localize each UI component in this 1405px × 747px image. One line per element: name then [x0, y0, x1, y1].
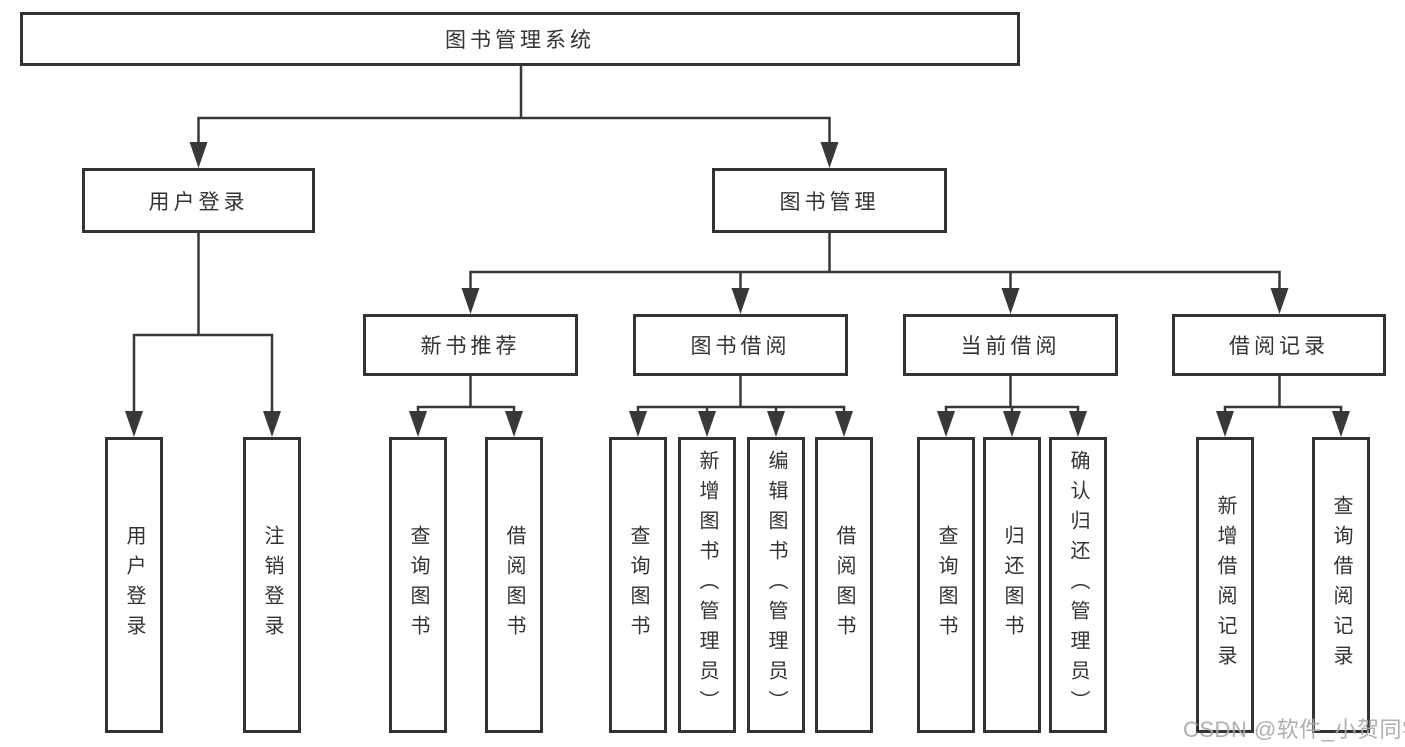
connector-borrow-record-branch: [1223, 374, 1343, 433]
arrow-down-icon: [1001, 288, 1020, 314]
leaf-user-login-label: 用户登录: [123, 525, 145, 645]
node-book-borrow-label: 图书借阅: [690, 335, 791, 358]
node-root-label: 图书管理系统: [445, 29, 595, 52]
node-root: 图书管理系统: [20, 12, 1020, 66]
arrow-down-icon: [937, 411, 955, 437]
leaf-logout-label: 注销登录: [261, 525, 283, 645]
leaf-borrow-query-book-label: 查询图书: [627, 525, 649, 645]
leaf-borrow-add-book-label: 新增图书（管理员）: [696, 450, 718, 720]
leaf-newbook-borrow-book: 借阅图书: [485, 437, 543, 733]
leaf-current-return-book: 归还图书: [983, 437, 1041, 733]
arrow-down-icon: [698, 411, 716, 437]
leaf-record-query-record-label: 查询借阅记录: [1330, 495, 1352, 675]
leaf-current-return-book-label: 归还图书: [1001, 525, 1023, 645]
leaf-borrow-borrow-book: 借阅图书: [815, 437, 873, 733]
node-new-book-recommend: 新书推荐: [363, 314, 578, 376]
arrow-down-icon: [1216, 411, 1234, 437]
leaf-current-confirm-return: 确认归还（管理员）: [1049, 437, 1107, 733]
arrow-down-icon: [125, 411, 143, 437]
leaf-current-query-book-label: 查询图书: [935, 525, 957, 645]
leaf-record-add-record: 新增借阅记录: [1196, 437, 1254, 733]
connector-new-book-branch: [416, 374, 516, 433]
node-book-management: 图书管理: [712, 168, 947, 233]
leaf-current-query-book: 查询图书: [917, 437, 975, 733]
node-borrow-record-label: 借阅记录: [1229, 335, 1329, 358]
arrow-down-icon: [731, 288, 750, 314]
arrow-down-icon: [820, 142, 839, 168]
connector-book-borrow-branch: [636, 374, 846, 433]
leaf-borrow-edit-book: 编辑图书（管理员）: [747, 437, 805, 733]
csdn-watermark: CSDN @软件_小贺同学: [1183, 717, 1405, 742]
leaf-borrow-add-book: 新增图书（管理员）: [678, 437, 736, 733]
arrow-down-icon: [461, 288, 480, 314]
leaf-record-query-record: 查询借阅记录: [1312, 437, 1370, 733]
node-current-borrow: 当前借阅: [903, 314, 1118, 376]
node-user-login-label: 用户登录: [148, 190, 249, 214]
leaf-current-confirm-return-label: 确认归还（管理员）: [1067, 450, 1089, 720]
arrow-down-icon: [1003, 411, 1021, 437]
arrow-down-icon: [263, 411, 281, 437]
leaf-borrow-borrow-book-label: 借阅图书: [833, 525, 855, 645]
connector-book-management-branch: [469, 231, 1281, 310]
node-book-borrow: 图书借阅: [633, 314, 848, 376]
connector-user-login-branch: [132, 231, 274, 433]
leaf-newbook-query-book-label: 查询图书: [407, 525, 429, 645]
leaf-newbook-query-book: 查询图书: [389, 437, 447, 733]
node-borrow-record: 借阅记录: [1172, 314, 1386, 376]
arrow-down-icon: [505, 411, 523, 437]
arrow-down-icon: [189, 142, 208, 168]
leaf-logout: 注销登录: [243, 437, 301, 733]
leaf-record-add-record-label: 新增借阅记录: [1214, 495, 1236, 675]
arrow-down-icon: [409, 411, 427, 437]
arrow-down-icon: [767, 411, 785, 437]
node-new-book-recommend-label: 新书推荐: [420, 335, 521, 358]
leaf-newbook-borrow-book-label: 借阅图书: [503, 525, 525, 645]
leaf-borrow-query-book: 查询图书: [609, 437, 667, 733]
connector-root-branch: [197, 62, 831, 164]
arrow-down-icon: [835, 411, 853, 437]
arrow-down-icon: [1069, 411, 1087, 437]
node-current-borrow-label: 当前借阅: [960, 335, 1061, 358]
leaf-borrow-edit-book-label: 编辑图书（管理员）: [765, 450, 787, 720]
leaf-user-login: 用户登录: [105, 437, 163, 733]
arrow-down-icon: [629, 411, 647, 437]
arrow-down-icon: [1332, 411, 1350, 437]
node-user-login: 用户登录: [82, 168, 315, 233]
node-book-management-label: 图书管理: [779, 190, 880, 214]
arrow-down-icon: [1270, 288, 1289, 314]
arrowheads: [125, 142, 1350, 437]
